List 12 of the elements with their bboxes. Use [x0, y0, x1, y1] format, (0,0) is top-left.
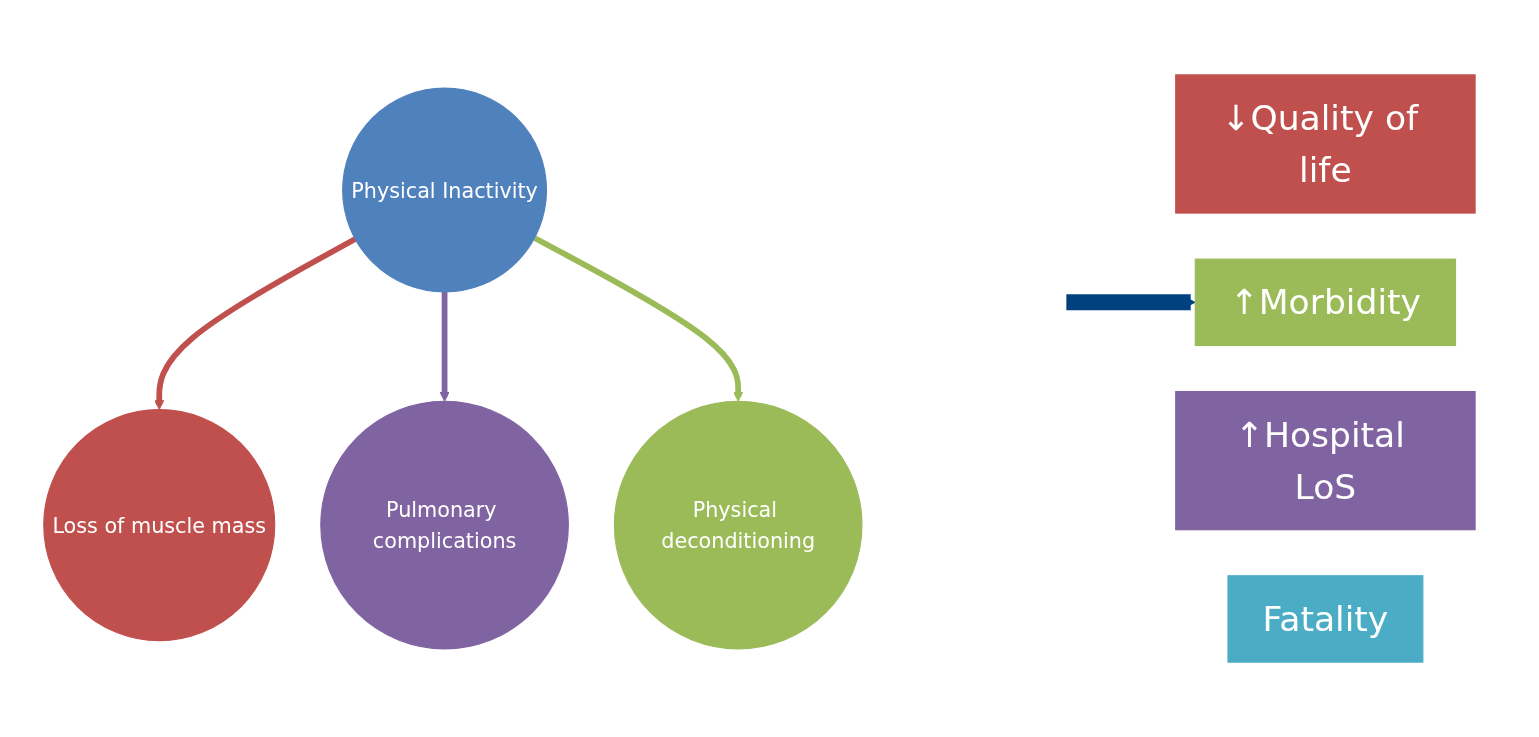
node-circle: Physical deconditioning: [613, 400, 863, 650]
node-box: ↓Quality of life: [1175, 74, 1476, 214]
arrow: [533, 235, 744, 402]
node-box: ↑Hospital LoS: [1175, 390, 1476, 531]
node-circle: Loss of muscle mass: [43, 409, 276, 642]
arrow: [1066, 294, 1196, 311]
node-box: Fatality: [1227, 575, 1424, 663]
node-circle: Pulmonary complications: [320, 400, 569, 650]
node-circle: Physical Inactivity: [342, 87, 548, 293]
arrow: [439, 291, 450, 402]
node-box: ↑Morbidity: [1194, 258, 1457, 347]
arrow: [154, 236, 357, 411]
